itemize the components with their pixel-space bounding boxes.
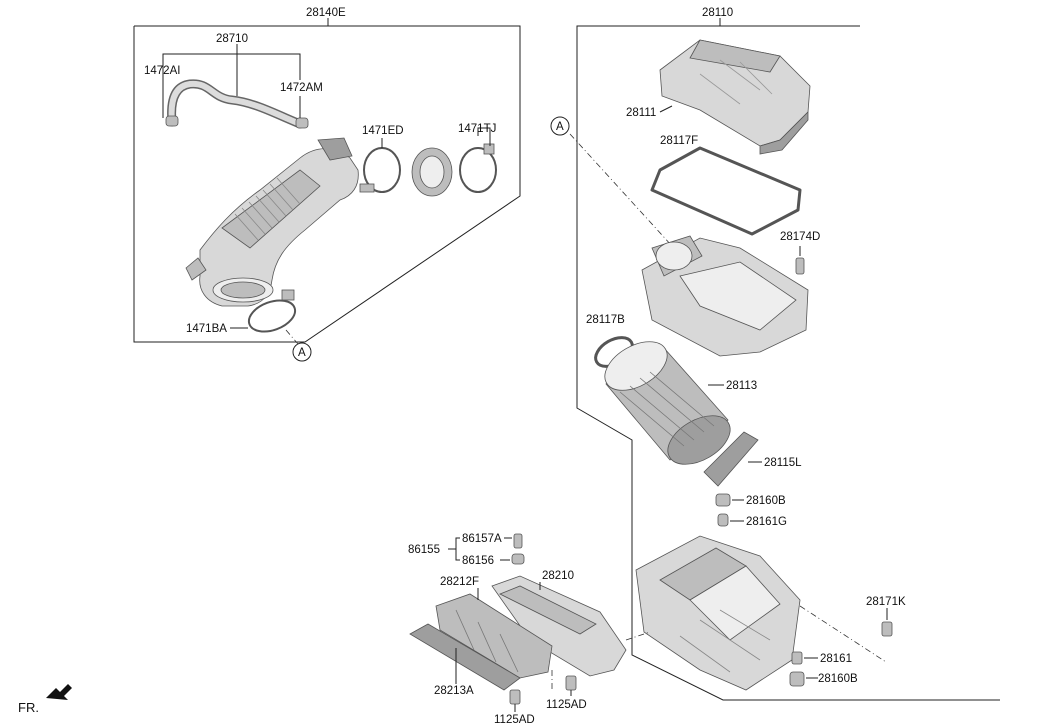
label-28160B-top: 28160B: [746, 495, 786, 507]
air-intake-duct: [185, 137, 359, 307]
clip-86157A: [513, 533, 523, 549]
label-28171K: 28171K: [866, 596, 906, 608]
filter-element-28113: [604, 341, 731, 465]
arrow-left-down-icon: [46, 684, 72, 700]
label-28160B-bottom: 28160B: [818, 673, 858, 685]
mount-28160B-top: [715, 493, 731, 507]
reference-mark-A-top: [550, 116, 570, 136]
label-1125AD-a: 1125AD: [546, 699, 587, 711]
clip-28174D: [795, 257, 805, 275]
gasket-28117F: [650, 146, 802, 236]
grommet-28161G: [717, 513, 729, 527]
label-86155: 86155: [408, 544, 440, 556]
label-28710: 28710: [216, 33, 248, 45]
front-direction-label: FR.: [18, 700, 39, 715]
label-28140E: 28140E: [306, 7, 346, 19]
label-1471TJ: 1471TJ: [458, 123, 496, 135]
clip-86156: [511, 553, 525, 565]
duct-28213A: [409, 623, 521, 691]
bolt-28171K: [881, 621, 893, 637]
label-28113: 28113: [726, 380, 757, 392]
bracket-28212F: [435, 593, 553, 679]
label-28115L: 28115L: [764, 457, 802, 469]
label-1471BA: 1471BA: [186, 323, 227, 335]
label-28117F: 28117F: [660, 135, 698, 147]
group-box-28110: [576, 18, 1000, 701]
label-28210: 28210: [542, 570, 574, 582]
breather-hose-28710: [165, 79, 309, 129]
label-28174D: 28174D: [780, 231, 820, 243]
label-1472AM: 1472AM: [280, 82, 323, 94]
label-28212F: 28212F: [440, 576, 479, 588]
label-28117B: 28117B: [586, 314, 625, 326]
air-cleaner-housing-upper: [641, 235, 809, 357]
clamp-1471BA: [247, 289, 297, 333]
label-28111: 28111: [626, 107, 656, 119]
bolt-1125AD-a: [565, 675, 577, 691]
air-cleaner-housing-lower: [635, 535, 801, 691]
label-1125AD-b: 1125AD: [494, 714, 535, 726]
mount-28160B-bottom: [789, 671, 805, 687]
label-28161G: 28161G: [746, 516, 787, 528]
label-28110: 28110: [702, 7, 733, 19]
bushing-28161: [791, 651, 803, 665]
group-box-28140E: [133, 18, 521, 343]
air-cleaner-cover: [659, 39, 811, 155]
clamp-1471TJ: [459, 143, 497, 193]
label-86156: 86156: [462, 555, 494, 567]
pre-filter-28115L: [703, 431, 759, 487]
label-28213A: 28213A: [434, 685, 474, 697]
label-ref-A-top: A: [556, 121, 564, 133]
label-1471ED: 1471ED: [362, 125, 404, 137]
reference-mark-A-bottom: [292, 342, 312, 362]
label-86157A: 86157A: [462, 533, 502, 545]
label-ref-A-bottom: A: [298, 347, 306, 359]
label-28161: 28161: [820, 653, 852, 665]
sleeve: [411, 147, 453, 197]
label-1472AI: 1472AI: [144, 65, 180, 77]
clamp-1471ED: [359, 147, 401, 193]
bolt-1125AD-b: [509, 689, 521, 705]
